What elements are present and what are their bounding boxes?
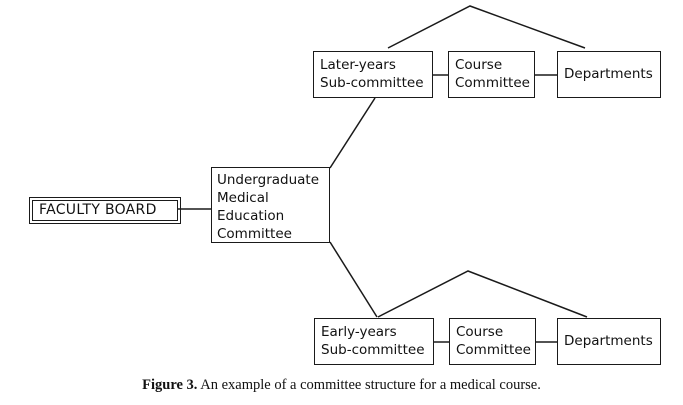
later-years-line-2: Sub-committee bbox=[320, 75, 424, 91]
course-committee-top-box: Course Committee bbox=[448, 51, 535, 98]
arch-bottom bbox=[377, 270, 588, 318]
arch-top bbox=[387, 5, 586, 49]
departments-top-label: Departments bbox=[564, 66, 653, 82]
undergraduate-line-4: Committee bbox=[217, 226, 292, 242]
undergraduate-line-2: Medical bbox=[217, 190, 269, 206]
course-committee-bottom-box: Course Committee bbox=[449, 318, 536, 365]
connector-undergrad-early bbox=[329, 241, 378, 318]
course-top-line-2: Committee bbox=[455, 75, 530, 91]
course-bottom-line-2: Committee bbox=[456, 342, 531, 358]
figure-label: Figure 3. bbox=[142, 377, 198, 393]
undergraduate-line-3: Education bbox=[217, 208, 285, 224]
faculty-board-label: FACULTY BOARD bbox=[39, 202, 157, 218]
faculty-board-box: FACULTY BOARD bbox=[29, 197, 181, 224]
course-bottom-line-1: Course bbox=[456, 324, 504, 340]
course-top-line-1: Course bbox=[455, 57, 503, 73]
undergraduate-committee-box: Undergraduate Medical Education Committe… bbox=[211, 167, 330, 243]
departments-bottom-label: Departments bbox=[564, 333, 653, 349]
later-years-line-1: Later-years bbox=[320, 57, 396, 73]
early-years-line-1: Early-years bbox=[321, 324, 397, 340]
early-years-subcommittee-box: Early-years Sub-committee bbox=[314, 318, 434, 365]
departments-top-box: Departments bbox=[557, 51, 661, 98]
undergraduate-line-1: Undergraduate bbox=[217, 172, 320, 188]
early-years-line-2: Sub-committee bbox=[321, 342, 425, 358]
departments-bottom-box: Departments bbox=[557, 318, 661, 365]
figure-caption: Figure 3. An example of a committee stru… bbox=[0, 377, 683, 394]
connector-undergrad-later bbox=[329, 97, 376, 169]
later-years-subcommittee-box: Later-years Sub-committee bbox=[313, 51, 433, 98]
figure-caption-text: An example of a committee structure for … bbox=[197, 377, 541, 393]
